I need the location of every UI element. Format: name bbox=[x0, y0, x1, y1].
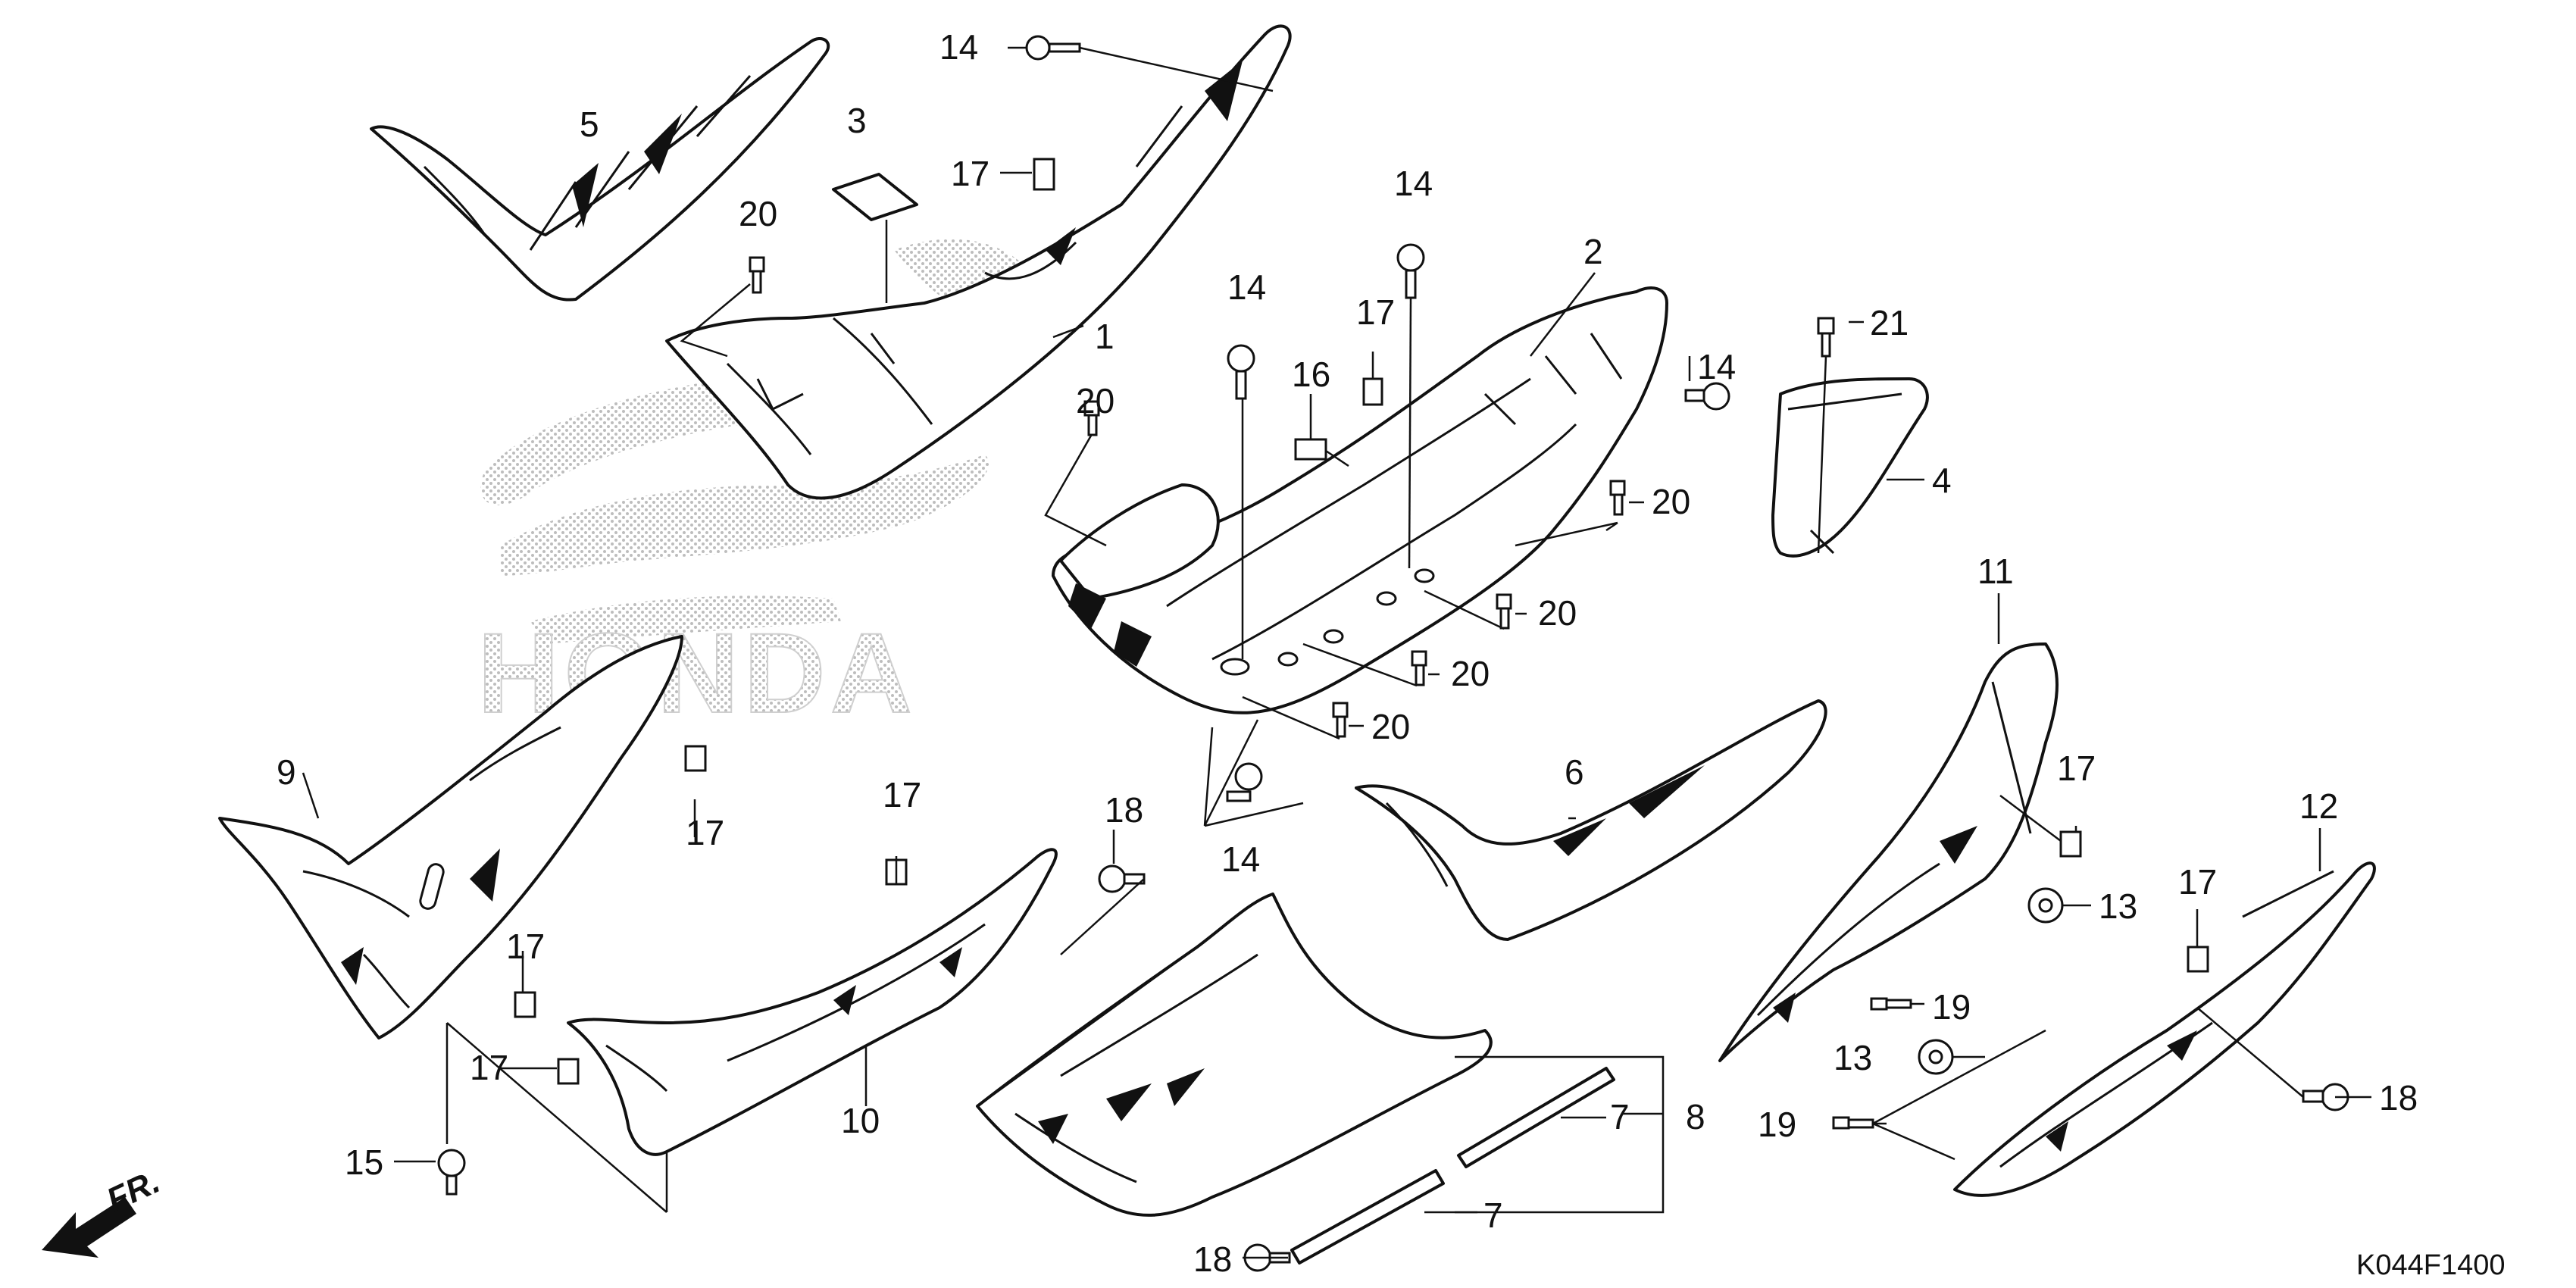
callout-15: 15 bbox=[345, 1143, 383, 1182]
callout-2: 2 bbox=[1583, 232, 1603, 271]
clip-17c-icon bbox=[684, 745, 707, 772]
part-3-label-plate[interactable] bbox=[832, 173, 918, 221]
callout-8: 8 bbox=[1686, 1097, 1705, 1136]
part-10-lower-cover[interactable] bbox=[567, 848, 1058, 1156]
screw-20b-icon bbox=[1083, 400, 1100, 436]
callout-9: 9 bbox=[277, 752, 296, 792]
callout-17: 17 bbox=[2057, 749, 2096, 788]
hardware-fasteners bbox=[437, 35, 2349, 1272]
part-4-side-cover[interactable] bbox=[1771, 377, 1929, 558]
bolt-15-icon bbox=[437, 1149, 466, 1196]
callout-14: 14 bbox=[1394, 164, 1433, 203]
part-11-rear-side-cover[interactable] bbox=[1718, 642, 2059, 1062]
callout-13: 13 bbox=[1834, 1038, 1872, 1077]
clip-17e-icon bbox=[2059, 830, 2082, 858]
callout-7: 7 bbox=[1483, 1196, 1503, 1235]
callout-20: 20 bbox=[1076, 381, 1114, 420]
callout-21: 21 bbox=[1870, 303, 1909, 342]
bolt-14d-icon bbox=[1684, 382, 1730, 411]
clip-17b-icon bbox=[1362, 377, 1383, 406]
callout-12: 12 bbox=[2299, 786, 2338, 826]
front-direction-indicator: FR. bbox=[42, 1163, 165, 1258]
screw-20e-icon bbox=[1411, 650, 1427, 686]
callout-20: 20 bbox=[1451, 654, 1490, 693]
part-7-strip-lower[interactable] bbox=[1290, 1169, 1445, 1265]
part-2-floor-panel[interactable] bbox=[1052, 286, 1668, 714]
callout-14: 14 bbox=[1221, 839, 1260, 879]
screw-20d-icon bbox=[1496, 593, 1512, 630]
grommet-13b-icon bbox=[1918, 1039, 1954, 1075]
screw-21-icon bbox=[1817, 317, 1835, 358]
callout-14: 14 bbox=[1697, 347, 1736, 386]
callout-18: 18 bbox=[1193, 1240, 1232, 1279]
callout-6: 6 bbox=[1565, 752, 1584, 792]
callout-labels: 5 3 14 17 20 1 14 2 14 17 16 20 21 14 4 … bbox=[277, 27, 2418, 1279]
callout-10: 10 bbox=[841, 1101, 880, 1140]
bolt-14c-icon bbox=[1396, 243, 1425, 299]
part-7-strip-upper[interactable] bbox=[1457, 1067, 1615, 1168]
callout-19: 19 bbox=[1932, 987, 1971, 1027]
callout-5: 5 bbox=[580, 105, 599, 144]
callout-3: 3 bbox=[847, 101, 867, 140]
part-6-cover[interactable] bbox=[1355, 699, 1827, 941]
callout-17: 17 bbox=[883, 775, 921, 814]
clip-17g-icon bbox=[514, 991, 536, 1018]
part-1-inner-cover[interactable] bbox=[665, 24, 1292, 500]
callout-4: 4 bbox=[1932, 461, 1952, 500]
grommet-13a-icon bbox=[2027, 887, 2064, 924]
leader-lines bbox=[302, 46, 2371, 1259]
callout-16: 16 bbox=[1292, 355, 1330, 394]
callout-7: 7 bbox=[1610, 1097, 1630, 1136]
part-9-front-side-cover[interactable] bbox=[218, 635, 683, 1039]
callout-14: 14 bbox=[939, 27, 978, 67]
callout-20: 20 bbox=[1652, 482, 1690, 521]
honda-watermark-text: HONDA bbox=[477, 609, 917, 736]
clip-17f-icon bbox=[2187, 946, 2209, 973]
callout-20: 20 bbox=[1371, 707, 1410, 746]
callout-14: 14 bbox=[1227, 267, 1266, 307]
bolt-18a-icon bbox=[1098, 864, 1146, 893]
callout-1: 1 bbox=[1095, 317, 1114, 356]
bolt-14a-icon bbox=[1025, 35, 1081, 61]
clip-17h-icon bbox=[557, 1058, 580, 1085]
callout-11: 11 bbox=[1977, 552, 2014, 591]
clip-16-icon bbox=[1294, 438, 1327, 461]
bolt-14b-icon bbox=[1227, 344, 1255, 400]
callout-19: 19 bbox=[1758, 1105, 1796, 1144]
callout-20: 20 bbox=[739, 194, 777, 233]
callout-20: 20 bbox=[1538, 593, 1577, 633]
screw-19a-icon bbox=[1870, 997, 1912, 1011]
callout-18: 18 bbox=[2379, 1078, 2418, 1118]
callout-17: 17 bbox=[2178, 862, 2217, 902]
callout-17: 17 bbox=[951, 154, 989, 193]
diagram-code: K044F1400 bbox=[2356, 1249, 2506, 1281]
callout-17: 17 bbox=[686, 813, 724, 852]
part-5-cover[interactable] bbox=[370, 37, 830, 302]
bolt-14e-icon bbox=[1226, 762, 1263, 802]
clip-17a-icon bbox=[1033, 158, 1055, 191]
screw-20f-icon bbox=[1332, 702, 1349, 738]
callout-18: 18 bbox=[1105, 790, 1143, 830]
part-12-rear-lower-cover[interactable] bbox=[1953, 861, 2376, 1197]
screw-20a-icon bbox=[749, 256, 765, 294]
screw-20c-icon bbox=[1609, 480, 1626, 516]
front-arrow-icon bbox=[42, 1197, 136, 1258]
callout-17: 17 bbox=[506, 927, 545, 966]
part-8-under-panel[interactable] bbox=[976, 893, 1493, 1217]
screw-19b-icon bbox=[1832, 1116, 1874, 1130]
callout-13: 13 bbox=[2099, 886, 2137, 926]
callout-17: 17 bbox=[470, 1048, 508, 1087]
callout-17: 17 bbox=[1356, 292, 1395, 332]
